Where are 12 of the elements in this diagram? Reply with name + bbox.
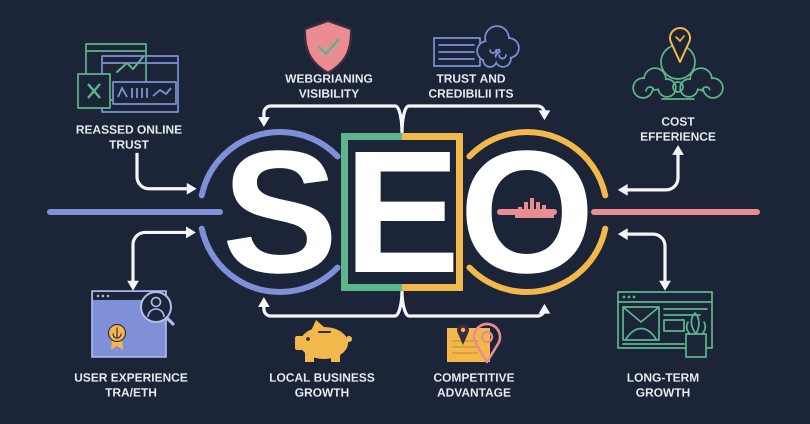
label: USER EXPERIENCE TRA/ETH [74, 373, 188, 397]
ring-letter: S [198, 129, 341, 295]
label: TRUST AND CREDIBILII ITS [428, 74, 514, 98]
label: LONG-TERM GROWTH [628, 373, 698, 397]
bracket-arrow [400, 104, 550, 133]
framed-letter: E [341, 133, 463, 291]
ring-letter: O [466, 129, 608, 295]
label: REASSED ONLINE TRUST [76, 125, 182, 149]
label: COST EFFERIENCE [640, 117, 716, 141]
label: COMPETITIVE ADVANTAGE [434, 373, 514, 397]
label: LOCAL BUSINESS GROWTH [270, 373, 374, 397]
label: WEBGRIANING VISIBILITY [285, 74, 372, 98]
